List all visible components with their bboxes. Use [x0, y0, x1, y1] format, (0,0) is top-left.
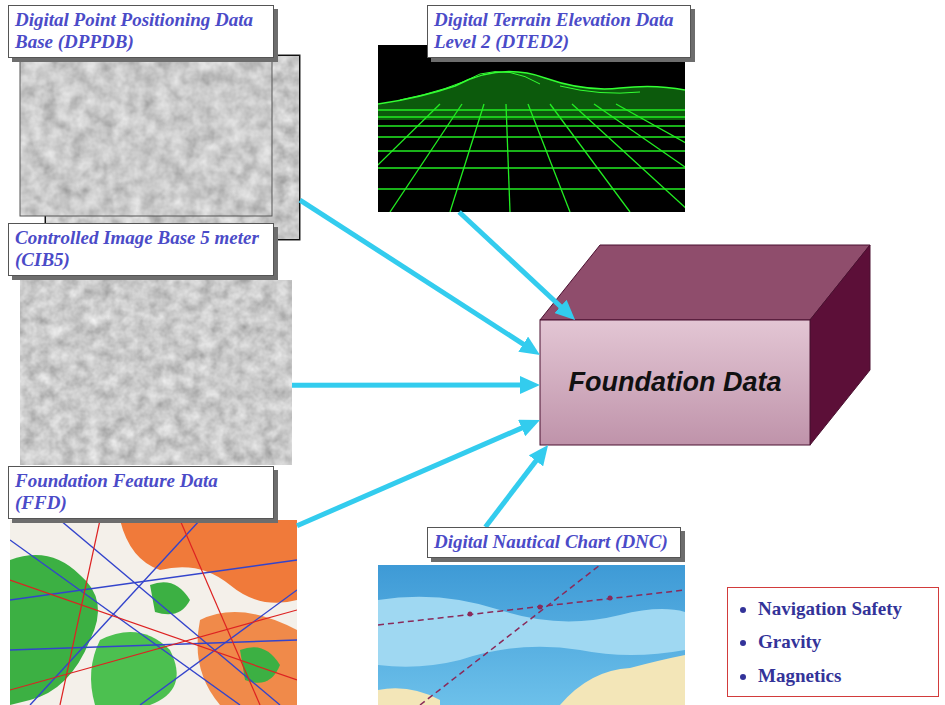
- flow-arrow: [485, 456, 539, 527]
- source-name: Controlled Image Base 5 meter (CIB5): [15, 227, 267, 271]
- data-source-panel: Controlled Image Base 5 meter (CIB5): [8, 223, 292, 465]
- flow-arrow: [297, 426, 527, 526]
- source-name: Digital Terrain Elevation Data Level 2 (…: [434, 9, 684, 53]
- bullet-item: Gravity: [758, 625, 928, 658]
- data-source-panel: Foundation Feature Data (FFD): [8, 466, 297, 705]
- topic-list-box: Navigation SafetyGravityMagnetics: [727, 587, 939, 697]
- bullet-item: Magnetics: [758, 659, 928, 692]
- bullet-item: Navigation Safety: [758, 592, 928, 625]
- source-name: Digital Point Positioning Data Base (DPP…: [15, 9, 267, 53]
- source-name: Foundation Feature Data (FFD): [15, 470, 267, 514]
- foundation-box: Foundation Data: [540, 320, 810, 445]
- flow-arrow: [300, 200, 528, 347]
- source-label-box: Foundation Feature Data (FFD): [8, 466, 274, 519]
- source-name: Digital Nautical Chart (DNC): [434, 531, 674, 553]
- data-source-panel: Digital Nautical Chart (DNC): [378, 527, 685, 705]
- data-source-panel: Digital Terrain Elevation Data Level 2 (…: [378, 5, 690, 212]
- data-source-panel: Digital Point Positioning Data Base (DPP…: [8, 5, 300, 240]
- source-label-box: Controlled Image Base 5 meter (CIB5): [8, 223, 274, 276]
- bullet-list: Navigation SafetyGravityMagnetics: [732, 592, 928, 692]
- flow-arrow: [459, 212, 565, 310]
- box-title: Foundation Data: [569, 367, 782, 398]
- source-label-box: Digital Nautical Chart (DNC): [427, 527, 681, 558]
- source-label-box: Digital Point Positioning Data Base (DPP…: [8, 5, 274, 58]
- source-label-box: Digital Terrain Elevation Data Level 2 (…: [427, 5, 691, 58]
- flow-arrow: [292, 383, 526, 388]
